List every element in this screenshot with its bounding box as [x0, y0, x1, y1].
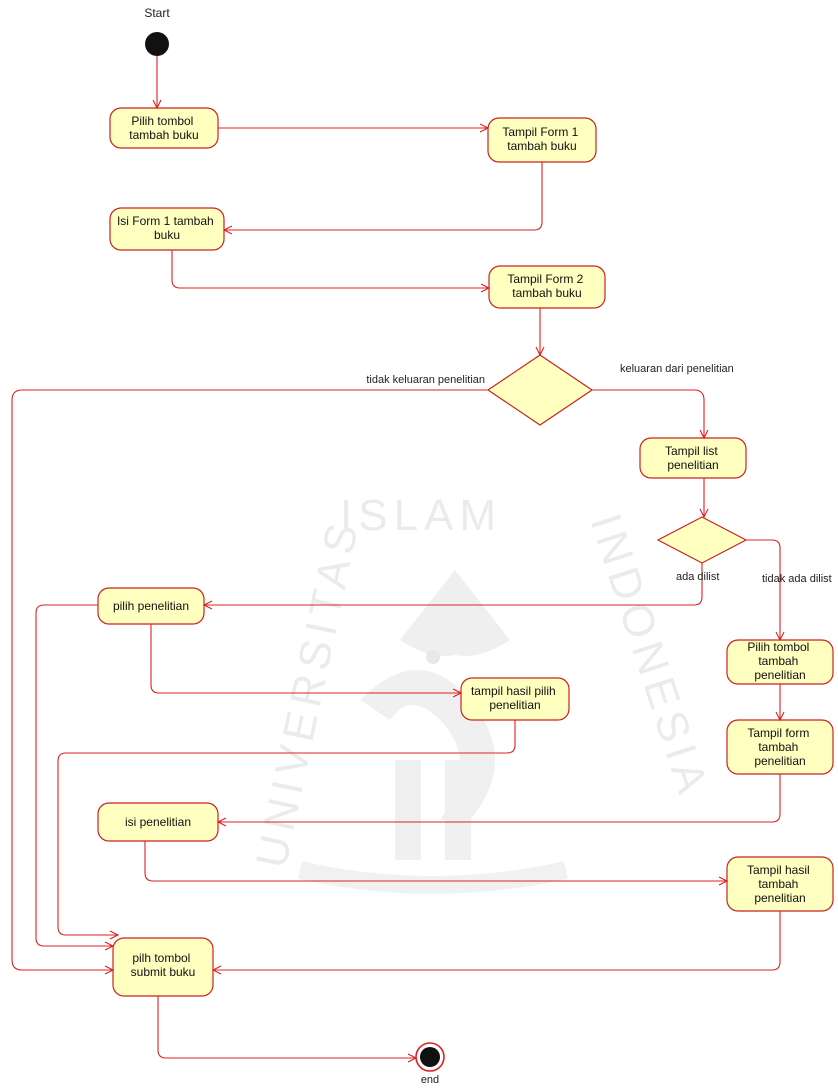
activity-label: Tampil hasil tambah penelitian: [747, 863, 813, 905]
edge-a6-to-a7: [150, 624, 461, 694]
start-node: [145, 32, 169, 56]
edge-label-not-listed: tidak ada dilist: [762, 573, 832, 585]
activity-label: Pilih tombol tambah buku: [129, 114, 198, 142]
arrowhead: [152, 99, 162, 110]
edge-label-not-research: tidak keluaran penelitian: [366, 374, 485, 386]
edge-label-listed: ada dilist: [676, 571, 719, 583]
end-node-ring: [415, 1042, 445, 1072]
activity-label: isi penelitian: [125, 815, 191, 829]
activity-label: Pilih tombol tambah penelitian: [747, 640, 812, 682]
activity-pilih-tombol-tambah-penelitian: Pilih tombol tambah penelitian: [726, 639, 834, 685]
edge-a11-to-submit: [213, 911, 781, 971]
activity-label: pilih penelitian: [113, 599, 189, 613]
edge-a7-to-submit: [57, 720, 516, 936]
watermark-top-text: ISLAM: [340, 491, 502, 540]
arrowhead: [775, 631, 785, 642]
activity-isi-penelitian: isi penelitian: [97, 802, 219, 842]
activity-tampil-list-penelitian: Tampil list penelitian: [639, 437, 747, 479]
arrowhead: [211, 965, 222, 975]
arrowhead: [104, 965, 115, 975]
arrowhead: [104, 941, 115, 951]
arrowhead: [699, 429, 709, 440]
edge-a3-to-a4: [171, 250, 489, 289]
activity-tampil-form-tambah-penelitian: Tampil form tambah penelitian: [726, 719, 834, 775]
arrowhead: [109, 930, 120, 940]
arrowhead: [407, 1053, 418, 1063]
activity-tampil-form-2: Tampil Form 2 tambah buku: [488, 265, 606, 309]
activity-pilih-tombol-submit-buku: pilh tombol submit buku: [112, 937, 214, 997]
edge-a2-to-a3: [224, 162, 543, 231]
start-label: Start: [144, 6, 170, 20]
activity-label: Tampil Form 2 tambah buku: [507, 272, 586, 300]
arrowhead: [216, 817, 227, 827]
edge-label-from-research: keluaran dari penelitian: [620, 363, 734, 375]
edge-a9-to-a10: [218, 774, 781, 823]
arrowhead: [480, 283, 491, 293]
arrowhead: [222, 225, 233, 235]
activity-label: Tampil list penelitian: [665, 444, 721, 472]
arrowhead: [535, 346, 545, 357]
activity-label: pilh tombol submit buku: [131, 951, 196, 979]
arrowhead: [202, 600, 213, 610]
edge-a10-to-a11: [144, 841, 727, 882]
activity-label: Isi Form 1 tambah buku: [117, 214, 217, 242]
activity-pilih-tombol-tambah-buku: Pilih tombol tambah buku: [109, 107, 219, 149]
edge-decision-not-research: [11, 389, 488, 971]
edge-decision2-not-listed: [746, 539, 781, 640]
end-label: end: [421, 1074, 439, 1086]
end-node: [420, 1047, 440, 1067]
arrowhead: [699, 508, 709, 519]
decision-in-list: [656, 516, 748, 564]
edge-decision2-listed: [204, 563, 703, 606]
edges: [11, 56, 785, 1063]
decision-research-output: [486, 354, 594, 426]
activity-label: tampil hasil pilih penelitian: [471, 684, 559, 712]
edge-decision-from-research: [592, 389, 705, 438]
activity-tampil-form-1: Tampil Form 1 tambah buku: [487, 117, 597, 163]
edge-a6-to-submit: [35, 604, 113, 947]
activity-label: Tampil Form 1 tambah buku: [502, 125, 581, 153]
activity-label: Tampil form tambah penelitian: [747, 726, 812, 768]
arrowhead: [452, 688, 463, 698]
arrowhead: [718, 876, 729, 886]
edge-submit-to-end: [157, 996, 416, 1059]
activity-tampil-hasil-tambah-penelitian: Tampil hasil tambah penelitian: [726, 856, 834, 912]
activity-pilih-penelitian: pilih penelitian: [97, 587, 205, 625]
arrowhead: [479, 123, 490, 133]
arrowhead: [775, 711, 785, 722]
activity-tampil-hasil-pilih-penelitian: tampil hasil pilih penelitian: [460, 677, 570, 721]
activity-isi-form-1: Isi Form 1 tambah buku: [109, 207, 225, 251]
